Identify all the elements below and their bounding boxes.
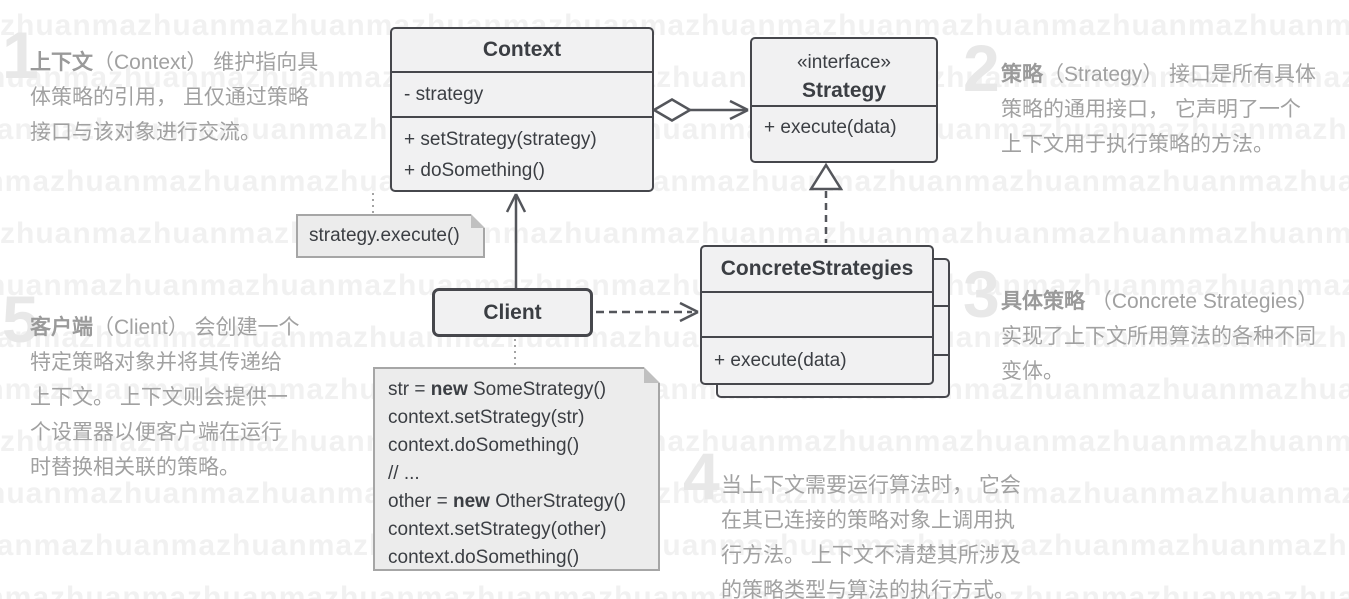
interface-title: Strategy <box>801 79 887 102</box>
interface-stereotype: «interface» <box>796 52 891 73</box>
annotation-number-5: 5 <box>2 282 39 356</box>
class-method: + execute(data) <box>714 350 847 371</box>
class-box-concrete-strategies: ConcreteStrategies + execute(data) <box>700 245 934 385</box>
annotation-text-client: 客户端（Client） 会创建一个特定策略对象并将其传递给上下文。 上下文则会提… <box>30 316 300 479</box>
class-title: Context <box>482 38 562 61</box>
annotation-number-1: 1 <box>2 18 39 92</box>
annotation-text-context: 上下文（Context） 维护指向具体策略的引用， 且仅通过策略接口与该对象进行… <box>30 51 319 144</box>
annotation-text-concrete-strategies: 具体策略 （Concrete Strategies）实现了上下文所用算法的各种不… <box>1001 290 1319 383</box>
class-title: ConcreteStrategies <box>720 257 914 280</box>
annotation-number-3: 3 <box>963 257 1000 331</box>
class-method: + setStrategy(strategy) <box>404 129 597 150</box>
class-box-client: Client <box>432 288 593 337</box>
annotation-number-2: 2 <box>963 31 1000 105</box>
interface-method: + execute(data) <box>764 117 897 138</box>
annotation-number-4: 4 <box>683 439 720 513</box>
note-code-lines: str = new SomeStrategy()context.setStrat… <box>388 379 627 568</box>
annotation-text-strategy: 策略（Strategy） 接口是所有具体策略的通用接口， 它声明了一个上下文用于… <box>1001 63 1317 156</box>
class-attribute: - strategy <box>404 84 484 105</box>
note-text: strategy.execute() <box>309 225 460 246</box>
note-client-code: str = new SomeStrategy()context.setStrat… <box>373 367 660 571</box>
interface-box-strategy: «interface» Strategy + execute(data) <box>750 37 938 163</box>
class-empty-compartment <box>702 291 932 336</box>
class-box-context: Context - strategy + setStrategy(strateg… <box>390 27 654 192</box>
class-method: + doSomething() <box>404 160 545 181</box>
class-title: Client <box>483 301 542 324</box>
annotation-text-execution: 当上下文需要运行算法时， 它会在其已连接的策略对象上调用执行方法。 上下文不清楚… <box>721 474 1021 599</box>
note-strategy-execute: strategy.execute() <box>296 214 485 258</box>
